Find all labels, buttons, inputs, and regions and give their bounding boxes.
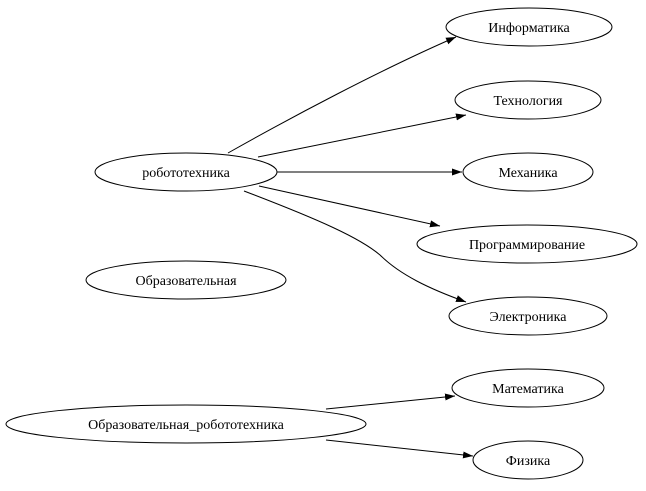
node-tehnologiya: Технология bbox=[454, 80, 602, 120]
edge-robototehnika-informatika bbox=[227, 36, 457, 154]
node-label: Физика bbox=[506, 454, 551, 469]
node-robototehnika: робототехника bbox=[94, 152, 278, 192]
node-label: Технология bbox=[493, 94, 563, 109]
node-matematika: Математика bbox=[451, 368, 605, 408]
node-mehanika: Механика bbox=[462, 152, 594, 192]
edge-obr-robot-matematika bbox=[325, 393, 456, 410]
node-label: Программирование bbox=[469, 238, 585, 253]
node-label: робототехника bbox=[142, 166, 230, 181]
node-label: Механика bbox=[498, 166, 558, 181]
node-obr-robot: Образовательная_робототехника bbox=[5, 404, 367, 444]
edge-obr-robot-fizika bbox=[325, 439, 474, 459]
node-label: Электроника bbox=[490, 310, 568, 325]
node-label: Образовательная bbox=[135, 274, 237, 289]
edge-robototehnika-elektronika bbox=[243, 190, 467, 303]
node-label: Информатика bbox=[488, 21, 570, 36]
node-elektronika: Электроника bbox=[448, 296, 608, 336]
node-obrazovatelnaya: Образовательная bbox=[85, 260, 287, 300]
node-informatika: Информатика bbox=[445, 7, 613, 47]
node-label: Образовательная_робототехника bbox=[88, 418, 284, 433]
edge-robototehnika-programmirovanie bbox=[258, 185, 441, 228]
node-programmirovanie: Программирование bbox=[416, 224, 638, 264]
node-fizika: Физика bbox=[472, 440, 584, 480]
edge-robototehnika-tehnologiya bbox=[257, 113, 467, 158]
node-label: Математика bbox=[492, 382, 564, 397]
